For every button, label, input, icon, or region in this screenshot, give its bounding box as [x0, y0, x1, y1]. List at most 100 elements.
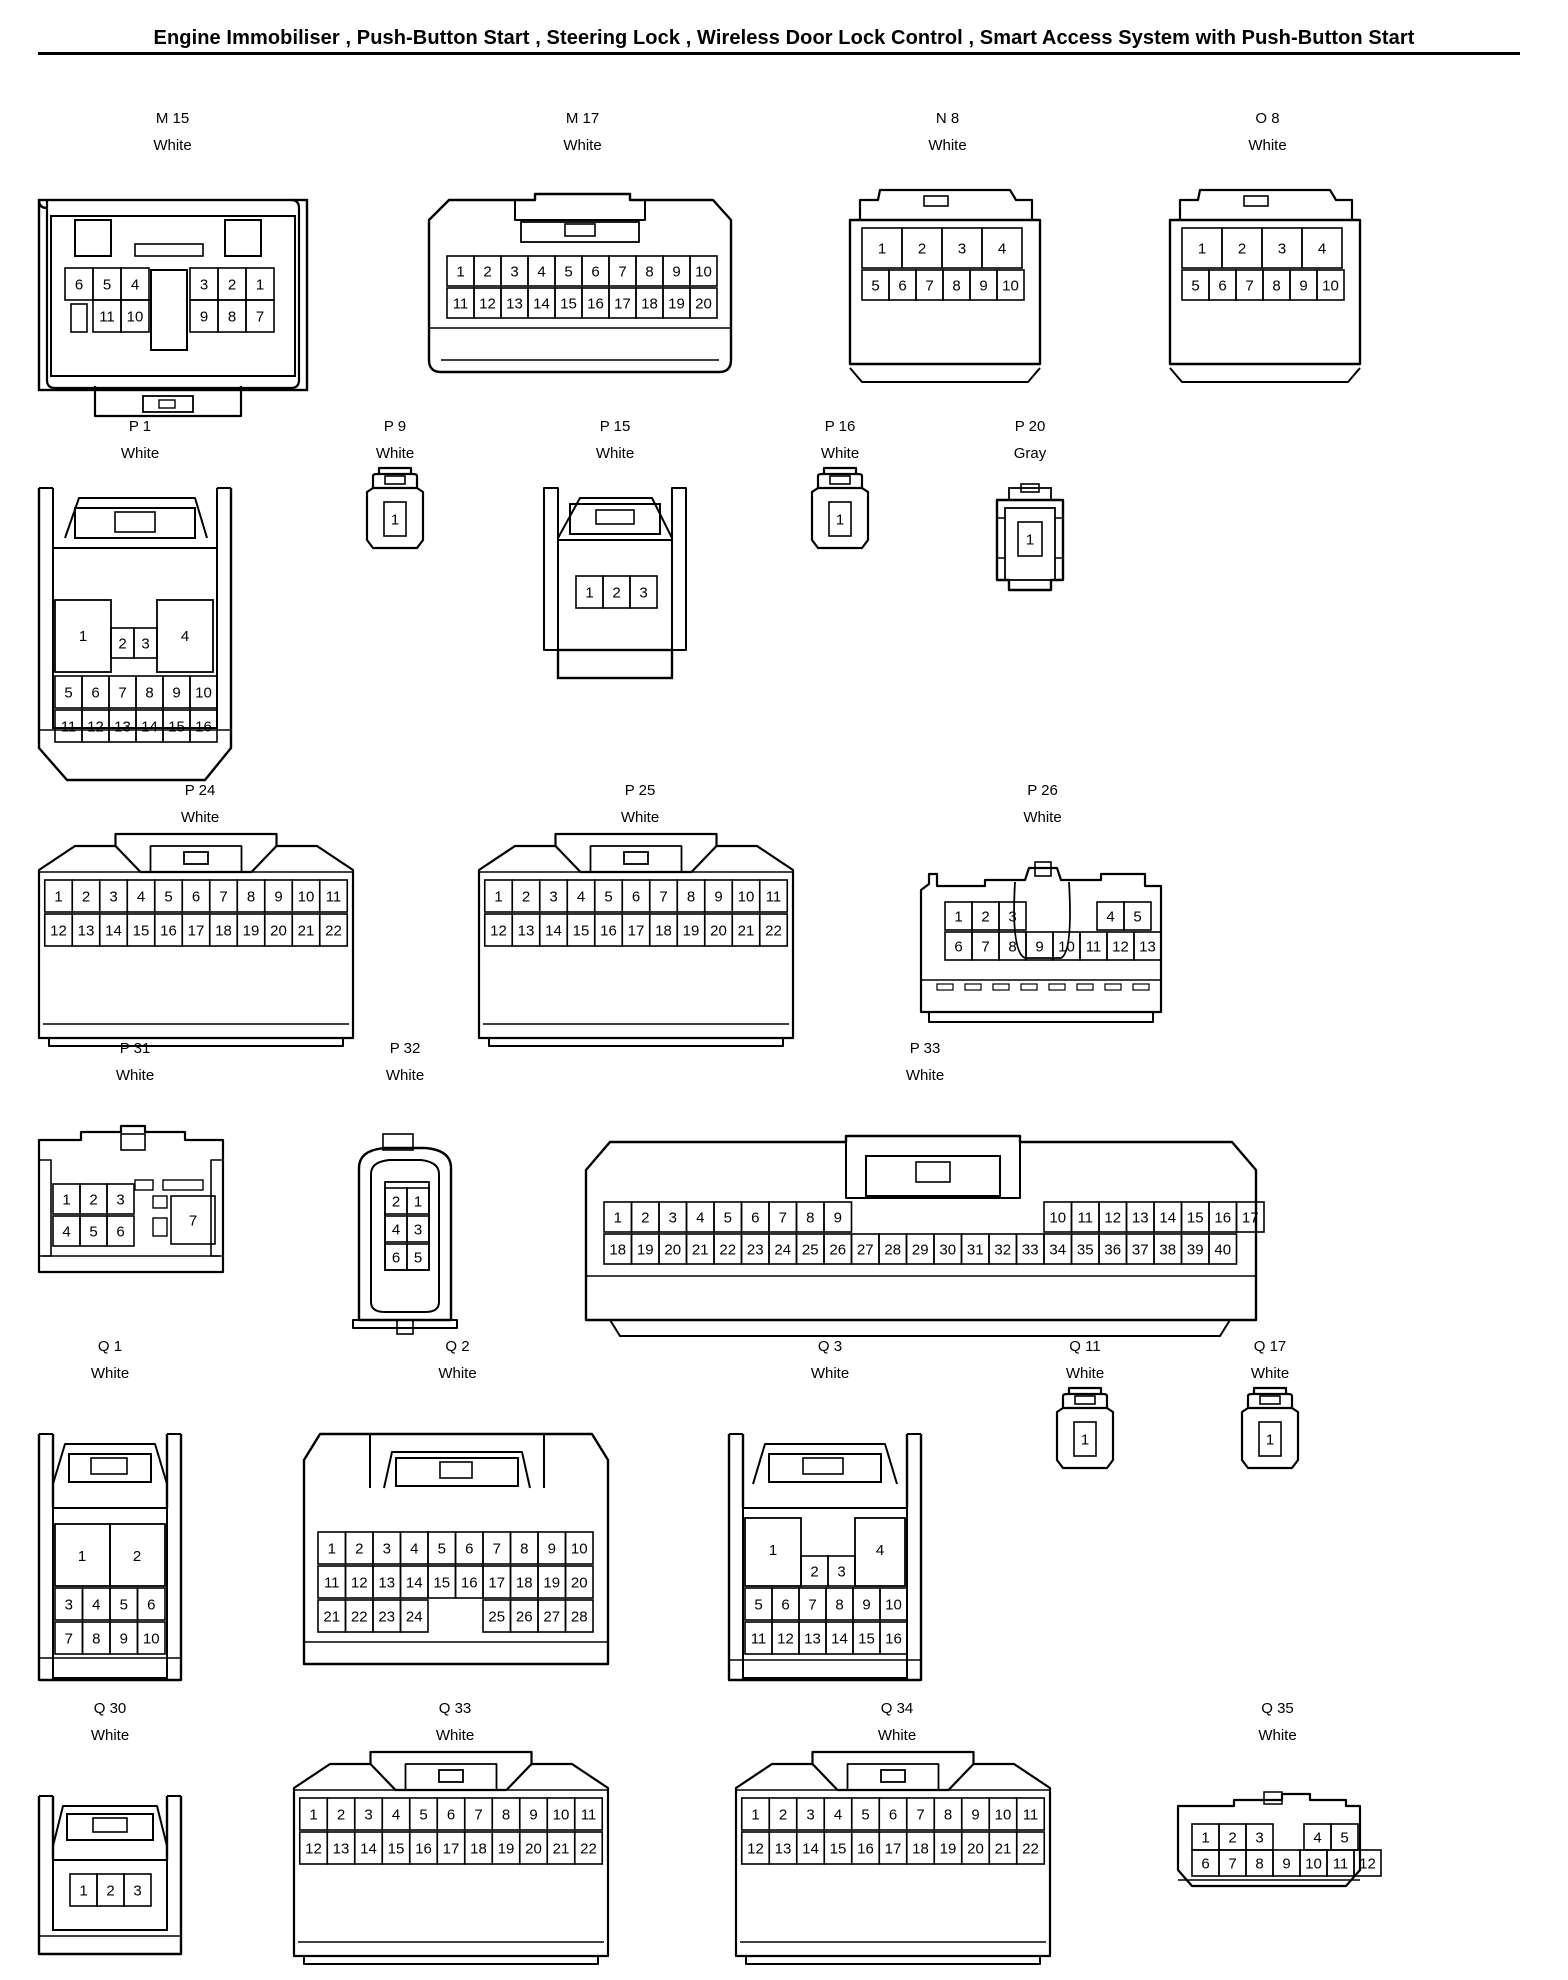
pin-9: 9: [1289, 269, 1318, 301]
pin-2: 2: [217, 267, 247, 301]
pin-22: 22: [713, 1233, 743, 1265]
connector-code: Q 2: [445, 1338, 470, 1355]
pin-10: 10: [1316, 269, 1345, 301]
pin-12: 12: [298, 1831, 329, 1865]
pin-7: 7: [971, 931, 1000, 961]
svg-text:2: 2: [779, 1807, 787, 1824]
pin-13: 13: [511, 913, 541, 947]
pin-12: 12: [43, 913, 74, 947]
pin-27: 27: [850, 1233, 880, 1265]
pin-21: 21: [988, 1831, 1018, 1865]
connector-code: O 8: [1255, 110, 1280, 127]
svg-text:5: 5: [1191, 278, 1199, 295]
svg-text:12: 12: [87, 719, 104, 736]
connector-color: White: [1065, 1365, 1105, 1382]
svg-text:7: 7: [474, 1807, 482, 1824]
svg-text:12: 12: [747, 1841, 764, 1858]
pin-17: 17: [181, 913, 211, 947]
svg-text:12: 12: [351, 1575, 368, 1592]
connector-color: White: [928, 137, 967, 154]
pin-2: 2: [96, 1873, 125, 1907]
pin-27: 27: [537, 1599, 567, 1633]
pin-18: 18: [603, 1233, 633, 1265]
pin-8: 8: [933, 1797, 963, 1831]
pin-12: 12: [81, 709, 110, 743]
pin-8: 8: [676, 879, 706, 913]
pin-15: 15: [126, 913, 156, 947]
svg-text:5: 5: [871, 278, 879, 295]
pin-6: 6: [436, 1797, 466, 1831]
svg-text:7: 7: [981, 939, 989, 956]
svg-text:18: 18: [470, 1841, 487, 1858]
svg-text:8: 8: [228, 309, 236, 326]
pin-37: 37: [1125, 1233, 1155, 1265]
pin-3: 3: [795, 1797, 826, 1831]
svg-text:16: 16: [1214, 1210, 1231, 1227]
svg-text:9: 9: [529, 1807, 537, 1824]
svg-text:4: 4: [410, 1541, 418, 1558]
connector-code: M 15: [155, 110, 190, 127]
pin-11: 11: [318, 879, 349, 913]
svg-text:3: 3: [958, 241, 966, 258]
svg-text:7: 7: [925, 278, 933, 295]
pin-12: 12: [483, 913, 514, 947]
svg-text:27: 27: [857, 1242, 874, 1259]
svg-text:18: 18: [641, 296, 658, 313]
svg-text:18: 18: [655, 923, 672, 940]
connector-color: White: [180, 809, 220, 826]
pin-6: 6: [454, 1531, 484, 1565]
pin-11: 11: [446, 287, 475, 319]
pin-2: 2: [473, 255, 502, 287]
pin-7: 7: [905, 1797, 936, 1831]
pin-3: 3: [106, 1183, 135, 1215]
svg-text:19: 19: [637, 1242, 654, 1259]
pin-2: 2: [344, 1531, 374, 1565]
svg-text:16: 16: [600, 923, 617, 940]
svg-text:23: 23: [747, 1242, 764, 1259]
pin-16: 16: [408, 1831, 439, 1865]
pin-14: 14: [527, 287, 556, 319]
pin-3: 3: [372, 1531, 402, 1565]
pin-5: 5: [744, 1587, 773, 1621]
pin-4: 4: [52, 1215, 81, 1247]
pin-15: 15: [1180, 1201, 1210, 1233]
pin-15: 15: [554, 287, 583, 319]
svg-text:17: 17: [1242, 1210, 1259, 1227]
svg-text:3: 3: [549, 889, 557, 906]
svg-text:6: 6: [591, 264, 599, 281]
pin-3: 3: [1261, 227, 1303, 269]
pin-18: 18: [648, 913, 679, 947]
pin-3: 3: [189, 267, 219, 301]
pin-3: 3: [98, 879, 129, 913]
svg-text:2: 2: [918, 241, 926, 258]
pin-17: 17: [436, 1831, 466, 1865]
svg-text:3: 3: [109, 889, 117, 906]
pin-9: 9: [109, 1621, 139, 1655]
svg-text:1: 1: [456, 264, 464, 281]
pin-16: 16: [189, 709, 218, 743]
pin-16: 16: [454, 1565, 484, 1599]
pin-21: 21: [317, 1599, 347, 1633]
svg-text:2: 2: [981, 909, 989, 926]
pin-8: 8: [491, 1797, 521, 1831]
svg-text:16: 16: [461, 1575, 478, 1592]
svg-text:6: 6: [447, 1807, 455, 1824]
connector-code: N 8: [935, 110, 960, 127]
pin-34: 34: [1043, 1233, 1073, 1265]
svg-text:17: 17: [488, 1575, 505, 1592]
svg-text:13: 13: [78, 923, 95, 940]
pin-2: 2: [630, 1201, 660, 1233]
svg-text:3: 3: [414, 1222, 422, 1239]
svg-text:19: 19: [668, 296, 685, 313]
svg-text:9: 9: [1282, 1856, 1290, 1873]
svg-text:16: 16: [415, 1841, 432, 1858]
pin-11: 11: [573, 1797, 604, 1831]
svg-text:1: 1: [414, 1194, 422, 1211]
pin-5: 5: [861, 269, 890, 301]
svg-text:1: 1: [1201, 1830, 1209, 1847]
svg-text:14: 14: [802, 1841, 819, 1858]
svg-text:10: 10: [143, 1631, 160, 1648]
